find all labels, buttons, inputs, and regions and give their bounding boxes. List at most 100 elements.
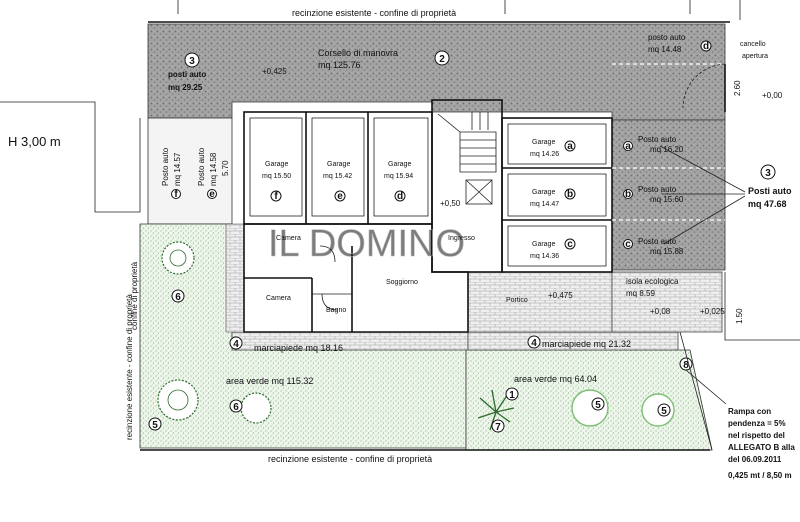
room-bagno: Bagno [326, 307, 346, 314]
ramp-note-6: 0,425 mt / 8,50 m [728, 471, 792, 480]
sidewalk-right-label: marciapiede mq 21.32 [542, 339, 631, 349]
svg-text:5: 5 [661, 406, 667, 417]
ramp-note-5: del 06.09.2011 [728, 455, 782, 464]
marker-2: 2 [434, 50, 450, 66]
garage-c-name: Garage [532, 241, 555, 248]
posti-right-leaders [659, 145, 746, 245]
garage-b-size: mq 14.47 [530, 201, 559, 208]
svg-text:c: c [567, 239, 573, 250]
marker-4-left: 4 [229, 336, 243, 350]
garage-block-right [501, 117, 613, 273]
garage-f-letter: f [270, 190, 282, 202]
svg-text:f: f [174, 189, 178, 200]
marker-7: 7 [491, 419, 505, 433]
svg-text:e: e [209, 189, 215, 200]
garage-e-letter: e [334, 190, 346, 202]
posto-auto-top-size: mq 14.48 [648, 45, 682, 54]
left-parking-strip [147, 117, 233, 225]
garage-d-name: Garage [388, 161, 411, 168]
ramp-note-2: pendenza = 5% [728, 419, 786, 428]
svg-text:c: c [625, 239, 631, 250]
marker-6-top: 6 [171, 289, 185, 303]
garage-b-name: Garage [532, 189, 555, 196]
posto-a-letter: a [623, 141, 633, 152]
room-camera-1: Camera [276, 235, 301, 242]
marker-8: 8 [679, 357, 693, 371]
gate-swing [682, 63, 726, 109]
marker-4-right: 4 [527, 335, 541, 349]
dim-260: 2.60 [733, 80, 742, 96]
posto-e-letter: e [207, 189, 217, 200]
marker-6-bottom: 6 [229, 399, 243, 413]
svg-text:a: a [567, 141, 573, 152]
garage-a-size: mq 14.26 [530, 151, 559, 158]
posto-b-label: Posto auto [638, 185, 677, 194]
garage-e-name: Garage [327, 161, 350, 168]
garage-f-name: Garage [265, 161, 288, 168]
neighbour-top-outline [177, 0, 741, 20]
svg-text:1: 1 [509, 390, 515, 401]
posto-b-letter: b [623, 189, 633, 200]
level-000: +0,00 [762, 91, 783, 100]
garage-f-size: mq 15.50 [262, 173, 291, 180]
garage-a-name: Garage [532, 139, 555, 146]
posto-a-label: Posto auto [638, 135, 677, 144]
svg-text:4: 4 [531, 338, 537, 349]
posto-c-size: mq 15.88 [650, 247, 684, 256]
tree-icon [161, 241, 195, 275]
posto-e-size: mq 14.58 [209, 152, 218, 186]
svg-text:2: 2 [439, 54, 445, 65]
ramp-note-3: nel rispetto del [728, 431, 785, 440]
corsello-level: +0,425 [262, 67, 287, 76]
bottom-fence-label: recinzione esistente - confine di propri… [268, 454, 432, 464]
dim-570: 5.70 [221, 160, 230, 176]
tree-icon [157, 379, 199, 421]
posto-auto-top-label: posto auto [648, 33, 686, 42]
marker-3-right: 3 [760, 164, 776, 180]
room-soggiorno: Soggiorno [386, 279, 418, 286]
corsello-size: mq 125.76 [318, 60, 361, 70]
svg-text:d: d [703, 41, 709, 52]
garage-block-left [243, 111, 433, 225]
level-0025: +0,025 [700, 307, 725, 316]
palm-icon [477, 389, 515, 431]
svg-text:6: 6 [233, 402, 239, 413]
corsello-name: Corsello di manovra [318, 48, 398, 58]
posto-b-size: mq 15.60 [650, 195, 684, 204]
svg-text:e: e [337, 191, 343, 202]
svg-text:4: 4 [233, 339, 239, 350]
garage-a-letter: a [564, 140, 576, 152]
svg-text:7: 7 [495, 422, 501, 433]
marker-3-left: 3 [184, 52, 200, 68]
green-left-label: area verde mq 115.32 [226, 376, 313, 386]
sidewalk-left-label: marciapiede mq 18.16 [254, 343, 343, 353]
svg-text:3: 3 [189, 56, 195, 67]
posto-c-label: Posto auto [638, 237, 677, 246]
ramp-note-1: Rampa con [728, 407, 771, 416]
gate-label-2: apertura [742, 53, 768, 60]
ramp-outline [679, 272, 800, 451]
posto-e-label: Posto auto [197, 147, 206, 186]
portico-label: Portico [506, 297, 528, 304]
posto-top-letter: d [700, 40, 712, 52]
svg-text:5: 5 [595, 400, 601, 411]
marker-5-left: 5 [148, 417, 162, 431]
marker-5-mid: 5 [591, 397, 605, 411]
neighbour-building-outline [0, 101, 141, 213]
posto-f-label: Posto auto [161, 147, 170, 186]
svg-text:6: 6 [175, 292, 181, 303]
height-note: H 3,00 m [8, 134, 61, 149]
posto-f-size: mq 14.57 [173, 152, 182, 186]
svg-text:a: a [625, 141, 631, 152]
svg-text:b: b [625, 189, 631, 200]
marker-1: 1 [505, 387, 519, 401]
portico-level: +0,475 [548, 291, 573, 300]
posti-auto-left-size: mq 29.25 [168, 83, 203, 92]
corsello-area [147, 23, 726, 121]
eco-island-label: isola ecologica [626, 277, 679, 286]
marker-5-right: 5 [657, 403, 671, 417]
posto-f-letter: f [171, 189, 181, 200]
watermark: IL DOMINO [268, 223, 465, 265]
level-008: +0,08 [650, 307, 671, 316]
